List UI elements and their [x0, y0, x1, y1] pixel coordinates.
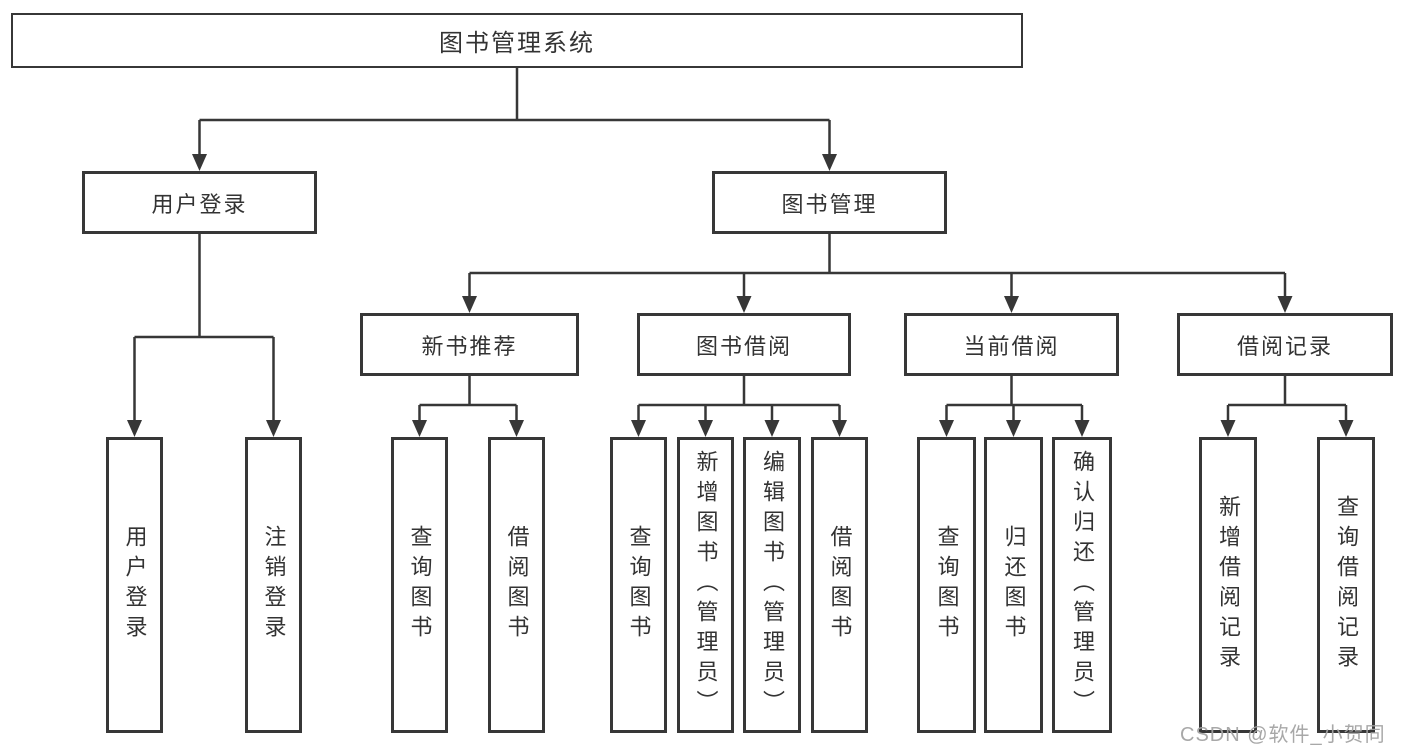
csdn-watermark: CSDN @软件_小贺同学: [1180, 724, 1386, 746]
leaf-borrow-books-recommend: 借阅图书: [488, 437, 545, 733]
leaf-confirm-return-admin: 确认归还（管理员）: [1052, 437, 1112, 733]
node-book-management: 图书管理: [712, 171, 947, 234]
node-user-login: 用户登录: [82, 171, 317, 234]
leaf-add-book-admin: 新增图书（管理员）: [677, 437, 734, 733]
leaf-user-login: 用户登录: [106, 437, 163, 733]
node-book-borrow: 图书借阅: [637, 313, 851, 376]
node-root-system: 图书管理系统: [11, 13, 1023, 68]
leaf-borrow-books: 借阅图书: [811, 437, 868, 733]
edge-new-book-children: [412, 376, 524, 437]
edge-book-borrow-children: [631, 376, 847, 437]
leaf-return-book: 归还图书: [984, 437, 1043, 733]
leaf-logout: 注销登录: [245, 437, 302, 733]
edge-user-login-children: [127, 234, 281, 437]
leaf-query-books-recommend: 查询图书: [391, 437, 448, 733]
edge-borrow-records-children: [1220, 376, 1354, 437]
node-current-borrow: 当前借阅: [904, 313, 1119, 376]
node-borrow-records: 借阅记录: [1177, 313, 1393, 376]
leaf-query-books-current: 查询图书: [917, 437, 976, 733]
edge-root-to-level1: [192, 68, 837, 171]
node-new-book-recommend: 新书推荐: [360, 313, 579, 376]
edge-book-management-children: [462, 234, 1293, 313]
edge-current-borrow-children: [939, 376, 1090, 437]
leaf-add-borrow-record: 新增借阅记录: [1199, 437, 1257, 733]
leaf-edit-book-admin: 编辑图书（管理员）: [743, 437, 801, 733]
leaf-query-borrow-record: 查询借阅记录: [1317, 437, 1375, 733]
leaf-query-books-borrow: 查询图书: [610, 437, 667, 733]
